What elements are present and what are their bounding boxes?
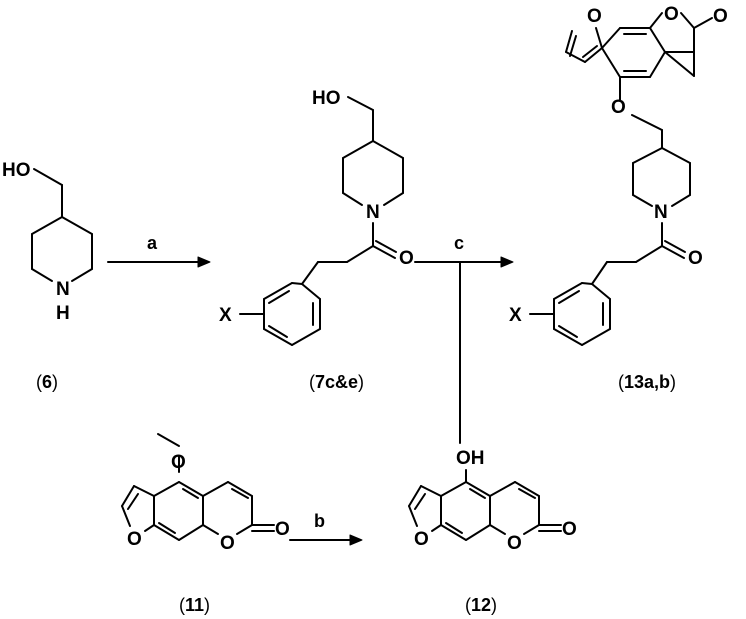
pyran-oxygen-label-12: O: [507, 533, 522, 554]
nitrogen-label-7: N: [366, 202, 380, 223]
hydroxyl-label-6: HO: [2, 160, 31, 181]
lactone-carbonyl-label-13: O: [713, 6, 728, 27]
arrow-a: [107, 256, 211, 268]
arrow-c: [414, 256, 514, 444]
reagent-c-label: c: [454, 233, 464, 253]
compound-12-structure: OH O O O: [408, 448, 577, 554]
compound-6-structure: HO N H: [2, 160, 93, 324]
arrow-b: [289, 534, 363, 546]
reagent-a-label: a: [147, 233, 158, 253]
nitrogen-label-6: N: [56, 279, 70, 300]
ether-oxygen-label-13: O: [611, 97, 626, 118]
furan-oxygen-label-11: O: [127, 529, 142, 550]
hydroxyl-label-7: HO: [312, 88, 341, 109]
compound-label-6: (6): [36, 372, 58, 392]
lactone-carbonyl-label-12: O: [562, 519, 577, 540]
carbonyl-oxygen-label-7: O: [399, 248, 414, 269]
compound-13-structure: O O O O N O X: [509, 4, 728, 346]
compound-label-7: (7c&e): [309, 372, 364, 392]
compound-7-structure: HO N O X: [219, 88, 414, 346]
compound-label-12: (12): [465, 595, 497, 615]
carbonyl-oxygen-label-13: O: [688, 248, 703, 269]
hydrogen-label-6: H: [56, 303, 70, 324]
substituent-x-label-13: X: [509, 305, 522, 326]
furan-oxygen-label-13: O: [587, 6, 602, 27]
pyran-oxygen-label-11: O: [220, 533, 235, 554]
methoxy-oxygen-label-11: O: [171, 452, 186, 473]
reagent-b-label: b: [314, 511, 325, 531]
pyran-oxygen-label-13: O: [664, 4, 679, 25]
compound-label-11: (11): [179, 595, 210, 615]
hydroxyl-label-12: OH: [456, 448, 485, 469]
lactone-carbonyl-label-11: O: [275, 519, 290, 540]
compound-11-structure: O O O O: [121, 433, 290, 554]
furan-oxygen-label-12: O: [414, 529, 429, 550]
compound-label-13: (13a,b): [618, 372, 676, 392]
nitrogen-label-13: N: [654, 202, 668, 223]
substituent-x-label-7: X: [219, 305, 232, 326]
